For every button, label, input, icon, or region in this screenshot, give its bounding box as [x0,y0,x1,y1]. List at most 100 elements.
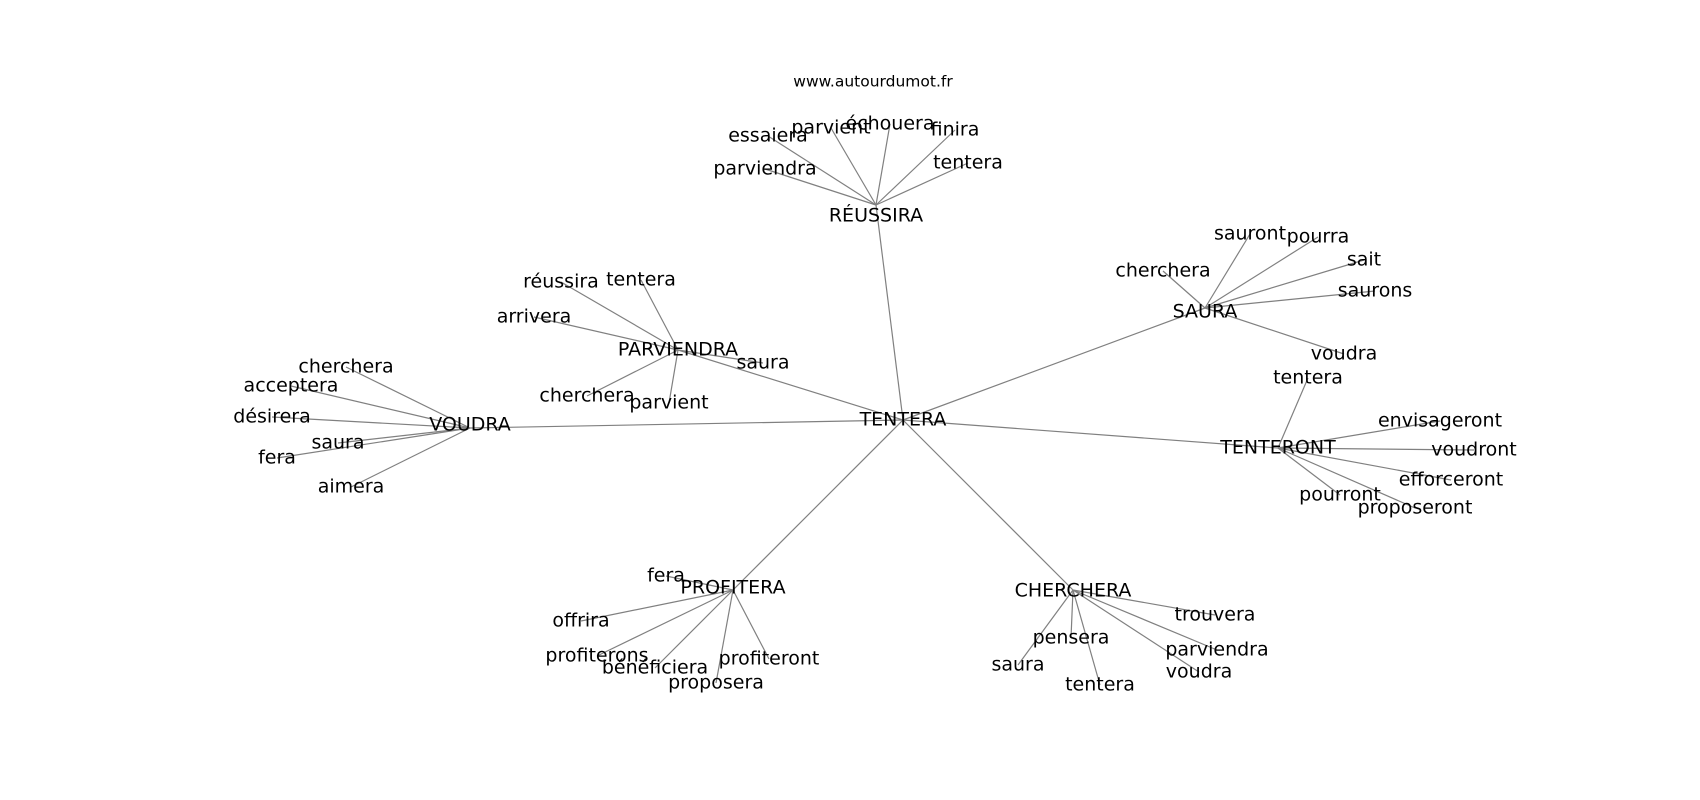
hub-node-parviendra: PARVIENDRA [618,339,738,361]
hub-node-reussira: RÉUSSIRA [829,204,923,227]
leaf-node: profiteront [719,648,820,670]
leaf-node: tentera [933,152,1003,174]
edge-center-to-voudra [469,419,904,429]
hub-node-cherchera: CHERCHERA [1015,580,1132,602]
leaf-node: cherchera [298,356,393,378]
edge-center-to-profitera [732,419,904,591]
leaf-node: tentera [1273,367,1343,389]
leaf-node: bénéficiera [602,657,708,679]
leaf-node: parviendra [1165,639,1268,661]
leaf-node: arrivera [497,306,572,328]
edge-parviendra-leaf [640,279,679,351]
edge-center-to-tenteront [902,419,1279,449]
edge-center-to-saura [902,307,1206,421]
edge-voudra-leaf [345,366,471,429]
leaf-node: aimera [318,476,385,498]
edge-reussira-leaf [764,168,877,206]
edge-center-to-reussira [875,204,904,421]
leaf-node: parvient [629,392,708,414]
edge-parviendra-leaf [586,349,679,397]
edge-saura-leaf [1204,236,1319,309]
edge-voudra-leaf [276,427,471,459]
leaf-node: envisageront [1378,410,1502,432]
hub-node-saura: SAURA [1173,301,1238,323]
leaf-node: échouera [846,113,935,135]
leaf-node: voudra [1166,661,1232,683]
edge-tenteront-leaf [1277,447,1475,451]
edge-profitera-leaf [596,589,734,657]
graph-labels: www.autourdumot.fr TENTERA RÉUSSIRAessai… [233,73,1516,696]
hub-node-tenteront: TENTERONT [1219,437,1336,459]
hub-node-profitera: PROFITERA [680,577,785,599]
edge-center-to-cherchera [902,419,1074,591]
leaf-node: saura [991,654,1044,676]
edge-voudra-leaf [290,385,471,429]
edge-cherchera-leaf [1017,589,1074,666]
edge-cherchera-leaf [1072,589,1216,616]
leaf-node: proposeront [1358,497,1473,519]
edge-cherchera-leaf [1072,589,1101,686]
leaf-node: réussira [523,271,599,293]
leaf-node: profiterons [545,645,648,667]
center-node-tentera: TENTERA [859,409,947,431]
edge-reussira-leaf [767,135,877,206]
leaf-node: essaiera [728,125,808,147]
edge-voudra-leaf [337,427,471,444]
edge-parviendra-leaf [677,349,764,364]
edge-profitera-leaf [665,575,734,591]
edge-profitera-leaf [715,589,734,684]
edge-tenteront-leaf [1277,447,1341,496]
edge-parviendra-leaf [560,281,679,351]
leaf-node: finira [931,119,980,141]
leaf-node: fera [258,447,296,469]
leaf-node: sait [1347,249,1381,271]
edge-tenteront-leaf [1277,420,1441,449]
hub-node-voudra: VOUDRA [429,414,511,436]
leaf-node: pourra [1287,226,1350,248]
edge-tenteront-leaf [1277,447,1416,509]
leaf-node: tentera [1065,674,1135,696]
leaf-node: sauront [1214,223,1286,245]
edge-cherchera-leaf [1070,589,1074,639]
edge-parviendra-leaf [668,349,679,404]
edge-voudra-leaf [271,416,471,429]
leaf-node: proposera [668,672,764,694]
leaf-node: pourront [1299,484,1381,506]
edge-profitera-leaf [732,589,770,660]
graph-edges [271,123,1475,686]
leaf-node: acceptera [244,375,339,397]
leaf-node: cherchera [1115,260,1210,282]
edge-saura-leaf [1204,233,1251,309]
leaf-node: désirera [233,406,310,428]
edge-reussira-leaf [875,123,891,206]
edge-center-to-parviendra [677,349,904,421]
edge-saura-leaf [1204,259,1365,309]
edge-cherchera-leaf [1072,589,1218,651]
edge-reussira-leaf [830,127,877,206]
edge-reussira-leaf [875,129,956,206]
leaf-node: trouvera [1175,604,1256,626]
edge-reussira-leaf [875,162,969,206]
edge-saura-leaf [1162,270,1206,309]
edge-voudra-leaf [350,427,471,488]
edge-profitera-leaf [580,589,734,622]
edge-cherchera-leaf [1072,589,1200,673]
edge-saura-leaf [1204,307,1345,355]
leaf-node: saura [311,432,364,454]
leaf-node: fera [647,565,685,587]
edge-tenteront-leaf [1277,447,1452,481]
leaf-node: parviendra [713,158,816,180]
leaf-node: tentera [606,269,676,291]
leaf-node: saura [736,352,789,374]
edge-parviendra-leaf [533,316,679,351]
leaf-node: offrira [552,610,609,632]
leaf-node: saurons [1338,280,1413,302]
edge-tenteront-leaf [1277,377,1309,449]
edge-profitera-leaf [654,589,734,669]
leaf-node: pensera [1033,627,1110,649]
leaf-node: voudront [1431,439,1516,461]
leaf-node: cherchera [539,385,634,407]
leaf-node: voudra [1311,343,1377,365]
leaf-node: efforceront [1399,469,1503,491]
